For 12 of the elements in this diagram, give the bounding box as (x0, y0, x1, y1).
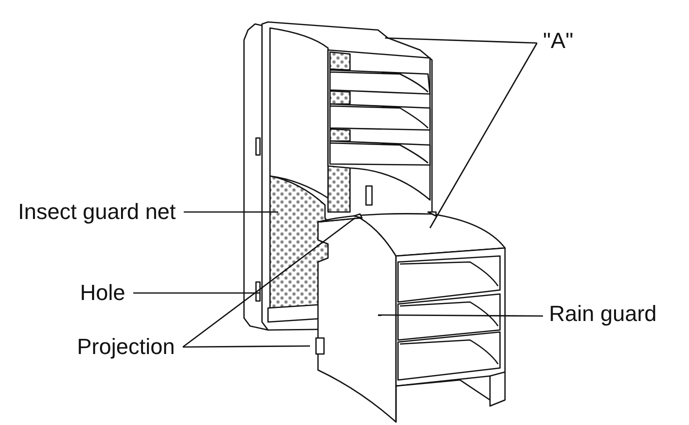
leader-line (182, 345, 310, 348)
leader-line (182, 217, 356, 348)
part-label: Rain guard (549, 301, 657, 327)
part-label: "A" (543, 28, 574, 54)
leader-line (429, 42, 538, 228)
part-label: Projection (77, 334, 175, 360)
leader-line (133, 292, 260, 294)
part-label: Hole (80, 280, 126, 306)
leader-line (184, 211, 278, 213)
leader-line (384, 37, 538, 44)
part-label: Insect guard net (18, 199, 176, 225)
leader-line (378, 314, 543, 317)
